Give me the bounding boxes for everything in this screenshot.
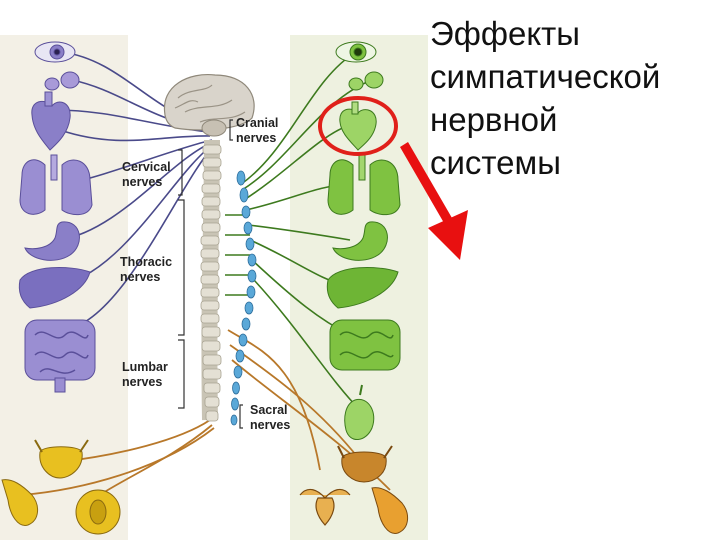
title-line-4: системы (430, 144, 561, 181)
pelvic-organs-right (299, 445, 408, 534)
liver-icon-right (326, 267, 399, 309)
female-organ-icon-left (75, 489, 121, 535)
pelvic-organs-left (1, 439, 121, 535)
bladder-icon-right (337, 445, 393, 483)
title-line-1: Эффекты (430, 15, 581, 52)
salivary-gland-icon-right (348, 71, 384, 91)
liver-icon-left (18, 267, 91, 309)
uterus-icon-right (299, 488, 351, 526)
parasympathetic-organs (18, 41, 96, 393)
highlight-circle (318, 96, 398, 156)
intestines-icon-right (329, 319, 401, 371)
slide-title: Эффекты симпатической нервной системы (430, 12, 720, 184)
salivary-gland-icon-left (44, 71, 80, 91)
lungs-icon-left (19, 154, 93, 216)
heart-icon-left (31, 91, 71, 151)
title-line-2: симпатической (430, 58, 661, 95)
eye-icon-left (34, 41, 76, 63)
male-organ-icon-left (1, 479, 38, 526)
segment-brackets (178, 119, 243, 429)
eye-icon-right (335, 41, 377, 63)
male-organ-icon-right (371, 487, 408, 534)
brain (163, 73, 255, 137)
red-arrow (400, 142, 468, 260)
stomach-icon-left (24, 221, 80, 261)
stomach-icon-right (332, 221, 388, 261)
heart-icon-right (339, 101, 377, 151)
sympathetic-organs (326, 41, 401, 440)
lungs-icon-right (327, 154, 401, 216)
intestines-icon-left (24, 319, 96, 393)
bladder-icon-left (34, 439, 89, 479)
kidney-icon-right (344, 384, 375, 440)
spinal-cord (200, 139, 222, 422)
sympathetic-ganglion-chain (230, 170, 257, 426)
title-line-3: нервной (430, 101, 558, 138)
